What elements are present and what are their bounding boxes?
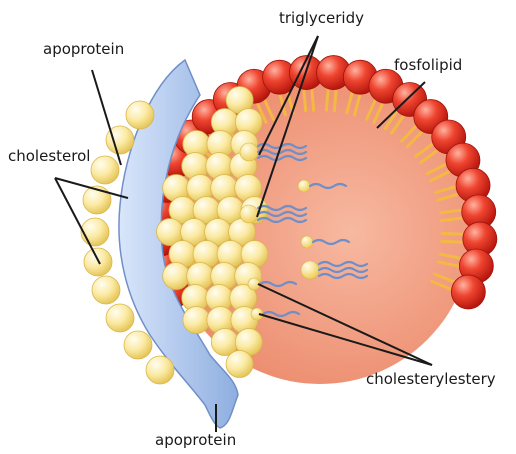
label-cholesterol: cholesterol [8,149,90,164]
label-triglyceridy: triglyceridy [279,11,364,26]
cholesteryl-ester-head [298,180,310,192]
cholesterol-sphere [92,276,120,304]
cholesterol-sphere [124,331,152,359]
triglyceride-head [240,143,258,161]
phospholipid-head [451,275,485,309]
cholesterol-sphere [106,304,134,332]
label-apoprotein-bottom: apoprotein [155,433,236,448]
cholesterol-sphere [81,218,109,246]
cholesterol-sphere [163,263,190,290]
triglyceride-head [301,261,319,279]
triglyceride-head [240,205,258,223]
label-fosfolipid: fosfolipid [394,58,462,73]
cholesterol-sphere [183,307,210,334]
cholesterol-sphere [226,351,253,378]
cholesterol-sphere [146,356,174,384]
label-cholesterylestery: cholesterylestery [366,372,496,387]
label-apoprotein-top: apoprotein [43,42,124,57]
cholesterol-sphere [91,156,119,184]
cholesterol-sphere [126,101,154,129]
cholesteryl-ester-head [301,236,313,248]
pointer-apoprotein-top [92,70,121,165]
